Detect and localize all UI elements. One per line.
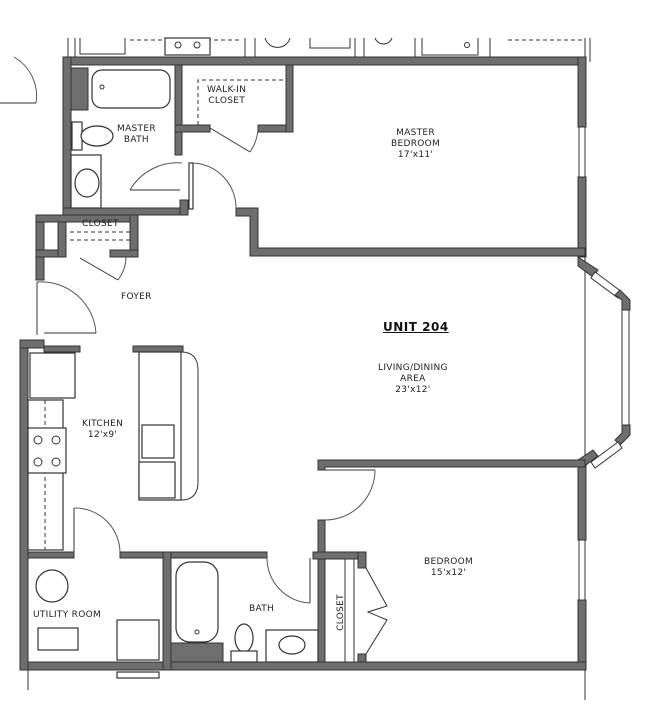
living-dining-name-2: AREA: [400, 374, 426, 384]
kitchen-size: 12'x9': [87, 430, 118, 440]
master-bath-label: MASTER BATH: [117, 124, 156, 146]
kitchen-label: KITCHEN 12'x9': [82, 419, 123, 441]
bedroom-name: BEDROOM: [424, 557, 474, 567]
walk-in-closet-label: WALK-IN CLOSET: [207, 85, 246, 107]
master-bath-name-2: BATH: [123, 135, 149, 145]
kitchen-name: KITCHEN: [82, 419, 124, 429]
fixtures: [27, 69, 355, 690]
walk-in-closet-name-2: CLOSET: [208, 96, 246, 106]
windows: [577, 126, 631, 601]
bedroom-size: 15'x12': [430, 568, 467, 578]
living-dining-label: LIVING/DINING AREA 23'x12': [378, 363, 448, 396]
foyer-label: FOYER: [121, 292, 152, 302]
bedroom-closet-label: CLOSET: [335, 594, 346, 631]
utility-room-label: UTILITY ROOM: [33, 610, 102, 620]
master-bedroom-name-1: MASTER: [396, 128, 435, 138]
master-bedroom-label: MASTER BEDROOM 17'x11': [391, 128, 440, 161]
doors: [0, 56, 388, 655]
living-dining-name-1: LIVING/DINING: [378, 363, 448, 373]
bath-label: BATH: [249, 604, 275, 614]
foyer-closet-label: CLOSET: [82, 219, 119, 229]
walk-in-closet-name-1: WALK-IN: [207, 85, 247, 95]
master-bedroom-name-2: BEDROOM: [391, 139, 441, 149]
living-dining-size: 23'x12': [395, 385, 431, 395]
master-bath-name-1: MASTER: [117, 124, 156, 134]
master-bedroom-size: 17'x11': [397, 150, 434, 160]
bedroom-label: BEDROOM 15'x12': [424, 557, 473, 579]
unit-title: UNIT 204: [383, 320, 449, 334]
interior-walls: [19, 64, 586, 671]
exterior-walls: [19, 56, 587, 671]
